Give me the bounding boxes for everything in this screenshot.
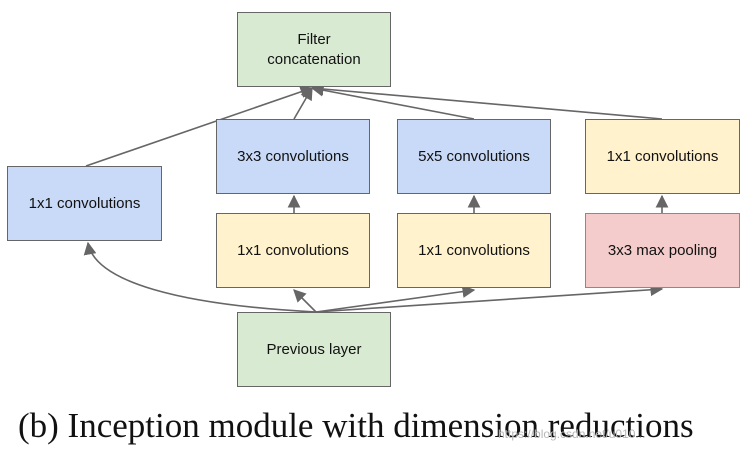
- edge-conv1x1_pool-to-concat: [310, 82, 663, 120]
- conv-3x3-node: 3x3 convolutions: [216, 119, 370, 194]
- edge-previous-to-maxpool: [315, 283, 664, 313]
- conv-1x1-reduce-5x5-label: 1x1 convolutions: [418, 241, 530, 259]
- edge-previous-to-conv1x1_a: [293, 289, 317, 313]
- conv-1x1-reduce-3x3-label: 1x1 convolutions: [237, 241, 349, 259]
- previous-layer-node: Previous layer: [237, 312, 391, 387]
- max-pooling-label: 3x3 max pooling: [607, 241, 718, 259]
- conv-1x1-left-label: 1x1 convolutions: [28, 194, 141, 212]
- conv-1x1-reduce-5x5-node: 1x1 convolutions: [397, 213, 551, 288]
- conv-1x1-left-node: 1x1 convolutions: [7, 166, 162, 241]
- filter-concatenation-node: Filter concatenation: [237, 12, 391, 87]
- filter-concatenation-label: Filter concatenation: [267, 30, 361, 68]
- edge-previous-to-conv1x1_left: [83, 241, 317, 313]
- edge-conv5x5-to-concat: [310, 83, 475, 120]
- edge-previous-to-conv1x1_b: [315, 285, 476, 313]
- edge-conv3x3-to-concat: [293, 86, 313, 120]
- conv-5x5-node: 5x5 convolutions: [397, 119, 551, 194]
- figure-caption: (b) Inception module with dimension redu…: [18, 406, 694, 445]
- previous-layer-label: Previous layer: [266, 340, 362, 358]
- edge-conv1x1_left-to-concat: [85, 85, 314, 167]
- watermark-text: https://blog.csdn.net/u010...: [498, 427, 646, 441]
- conv-3x3-label: 3x3 convolutions: [237, 147, 349, 165]
- max-pooling-node: 3x3 max pooling: [585, 213, 740, 288]
- conv-5x5-label: 5x5 convolutions: [418, 147, 530, 165]
- conv-1x1-pool-proj-node: 1x1 convolutions: [585, 119, 740, 194]
- conv-1x1-pool-proj-label: 1x1 convolutions: [606, 147, 719, 165]
- conv-1x1-reduce-3x3-node: 1x1 convolutions: [216, 213, 370, 288]
